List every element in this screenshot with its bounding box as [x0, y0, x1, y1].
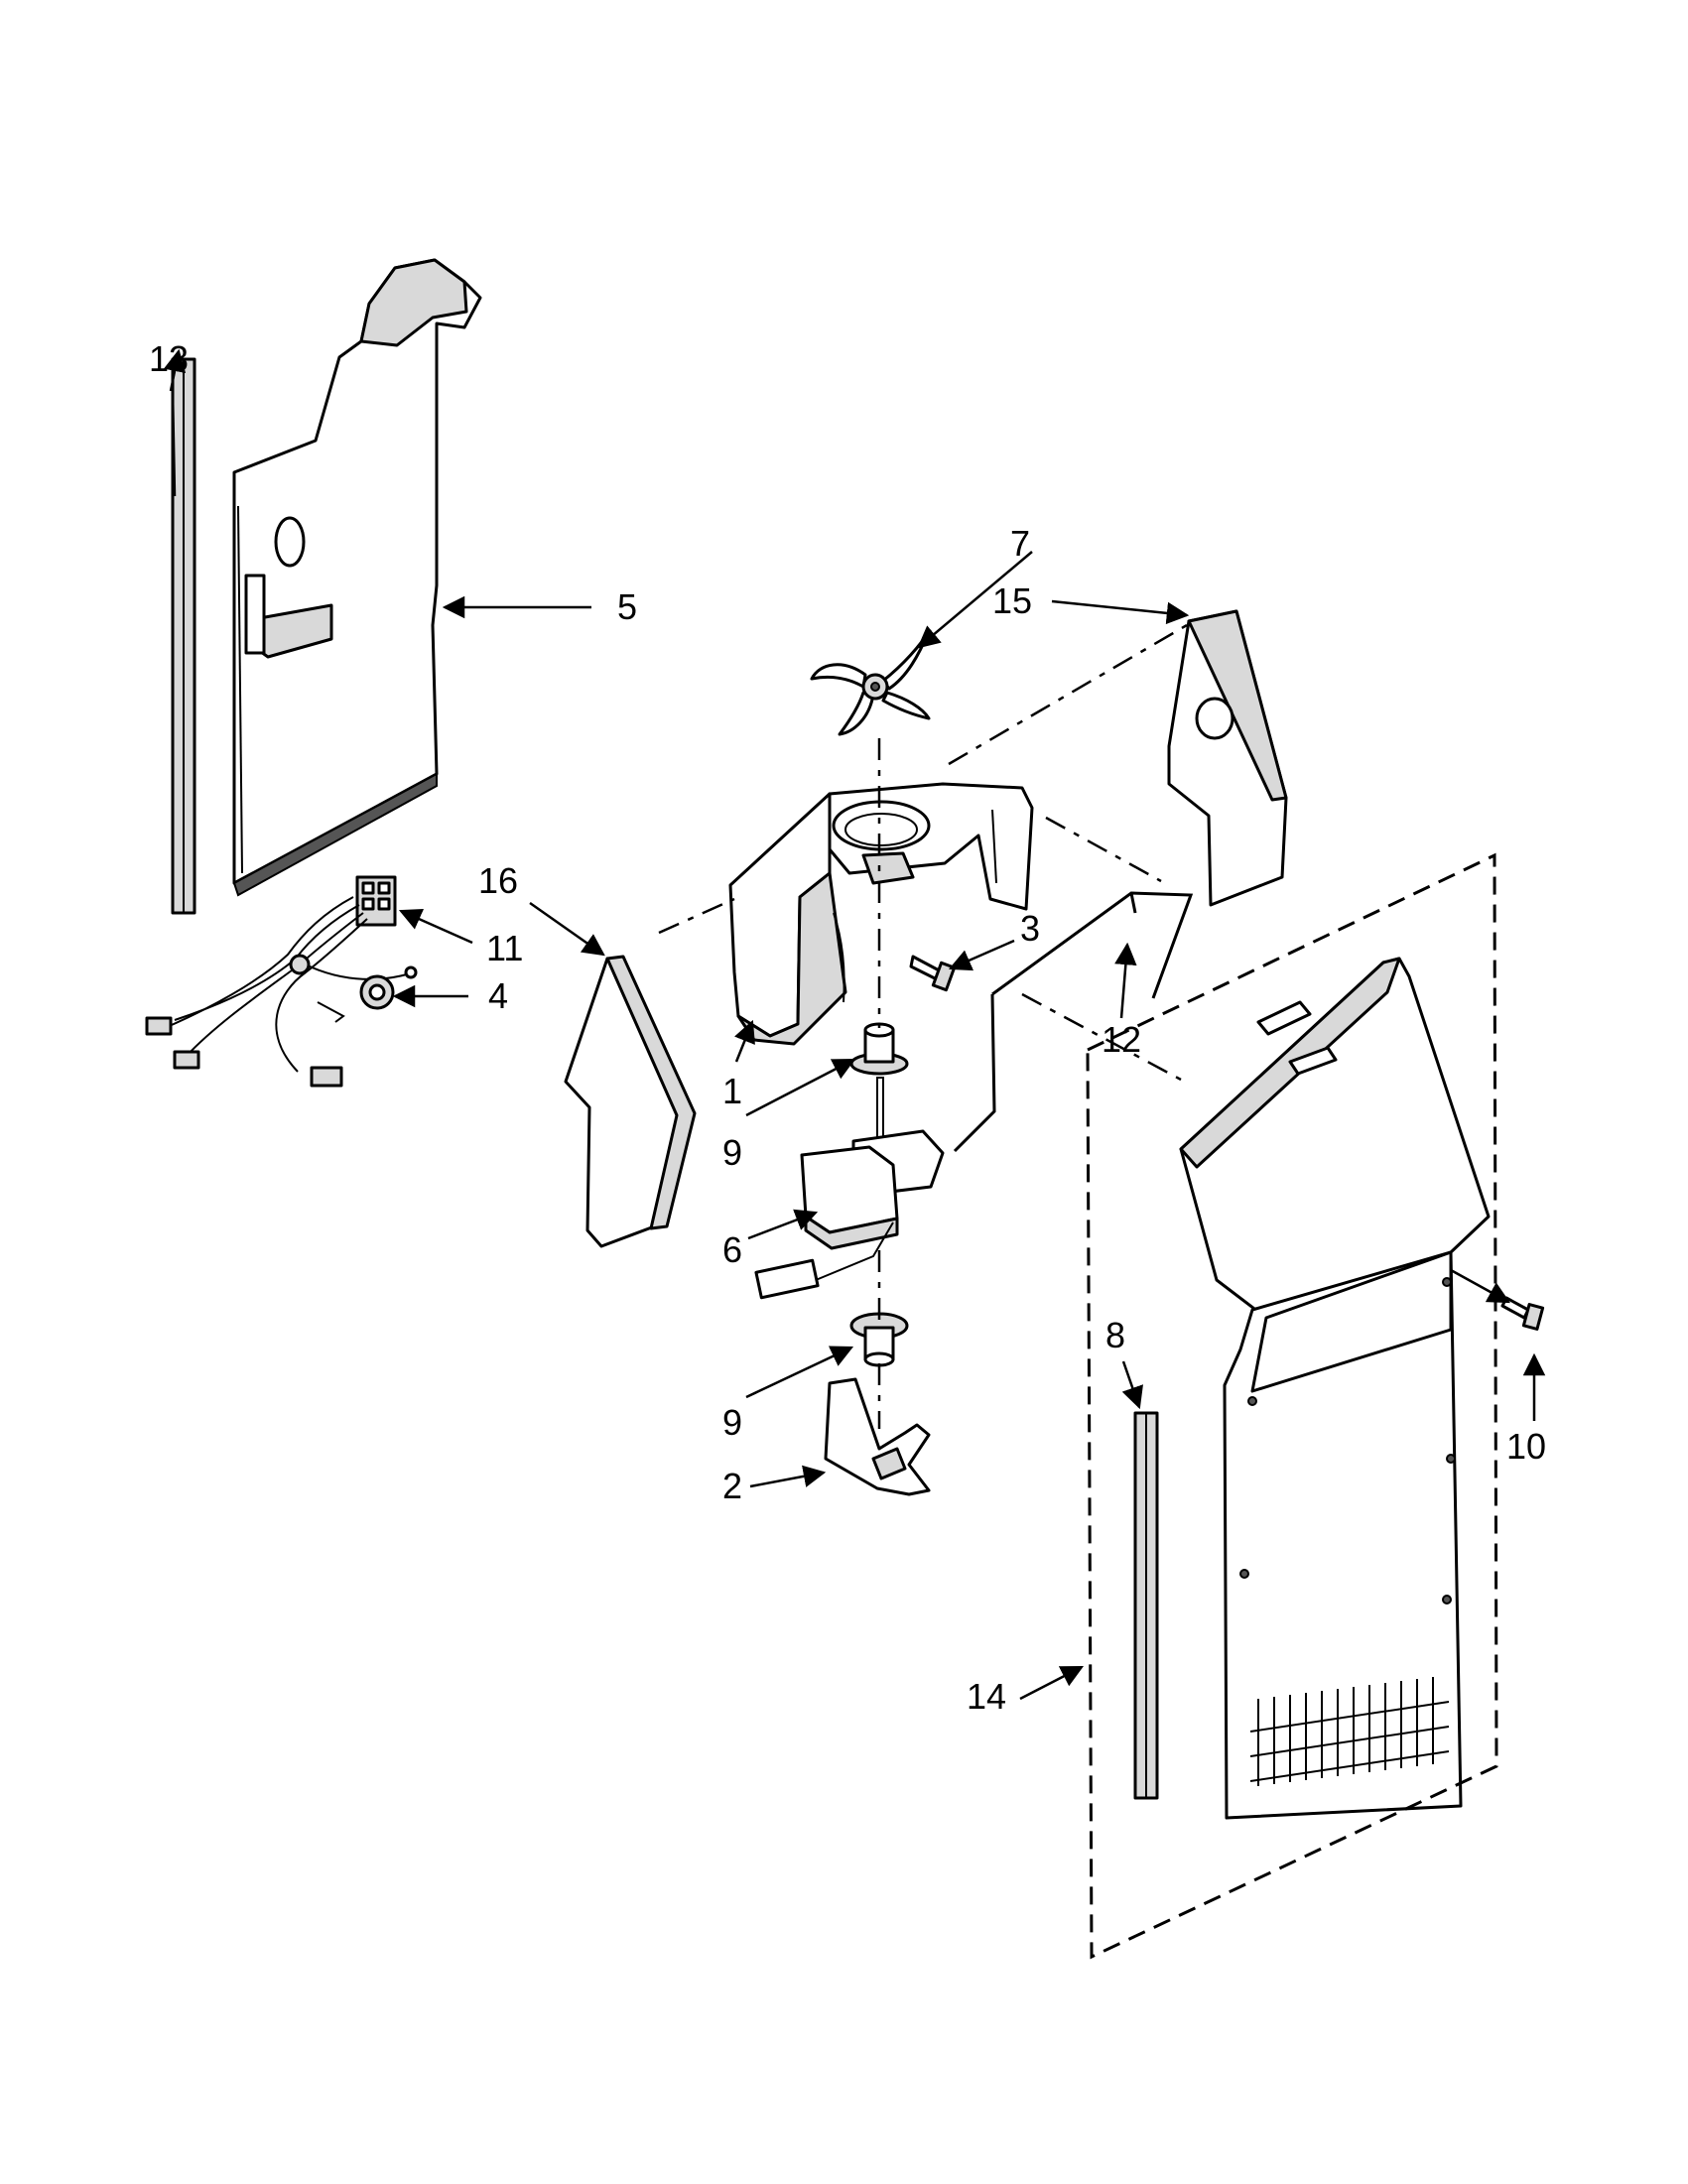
- callout-11: 11: [486, 928, 523, 968]
- callout-9-lower: 9: [722, 1402, 742, 1443]
- callout-8: 8: [1105, 1315, 1125, 1355]
- callout-2: 2: [722, 1466, 742, 1506]
- part-6-fan-motor: [754, 1077, 945, 1300]
- part-16-left-foam-block: [564, 955, 697, 1248]
- part-9-upper-grommet: [849, 1022, 909, 1076]
- callout-1: 1: [722, 1071, 742, 1111]
- callout-7: 7: [1010, 523, 1030, 564]
- part-3-screw: [909, 955, 957, 992]
- part-13-gasket-strip: [171, 357, 196, 915]
- part-5-rear-panel: [232, 258, 482, 897]
- callout-labels: 13 5 7 15 16 11 4 3 12 1 9 6 9 2 8 10 14: [149, 338, 1546, 1717]
- callout-12: 12: [1102, 1019, 1141, 1060]
- assembly-lines: [658, 623, 1498, 1960]
- part-8-gasket-strip: [1133, 1411, 1159, 1800]
- callout-15: 15: [992, 580, 1032, 621]
- callout-5: 5: [617, 586, 637, 627]
- part-11-wire-harness: [145, 875, 418, 1088]
- callout-4: 4: [488, 975, 508, 1016]
- leader-lines: [163, 348, 1546, 1701]
- callout-6: 6: [722, 1229, 742, 1270]
- part-9-lower-grommet: [849, 1312, 909, 1367]
- part-1-fan-housing: [728, 782, 1034, 1046]
- callout-13: 13: [149, 338, 189, 379]
- callout-9-upper: 9: [722, 1132, 742, 1173]
- callout-3: 3: [1020, 908, 1040, 949]
- callout-10: 10: [1506, 1426, 1546, 1467]
- part-14-rear-cover: [1179, 957, 1491, 1820]
- part-4-thermistor: [359, 974, 395, 1010]
- callout-16: 16: [478, 860, 518, 901]
- part-10-screw: [1500, 1296, 1545, 1331]
- vent-slots: [1249, 1677, 1450, 1786]
- part-7-fan-blade: [810, 629, 931, 736]
- part-12-wire-bracket: [953, 891, 1194, 1153]
- part-2-motor-bracket: [824, 1377, 931, 1496]
- part-15-right-foam-block: [1167, 609, 1288, 907]
- callout-14: 14: [967, 1676, 1006, 1717]
